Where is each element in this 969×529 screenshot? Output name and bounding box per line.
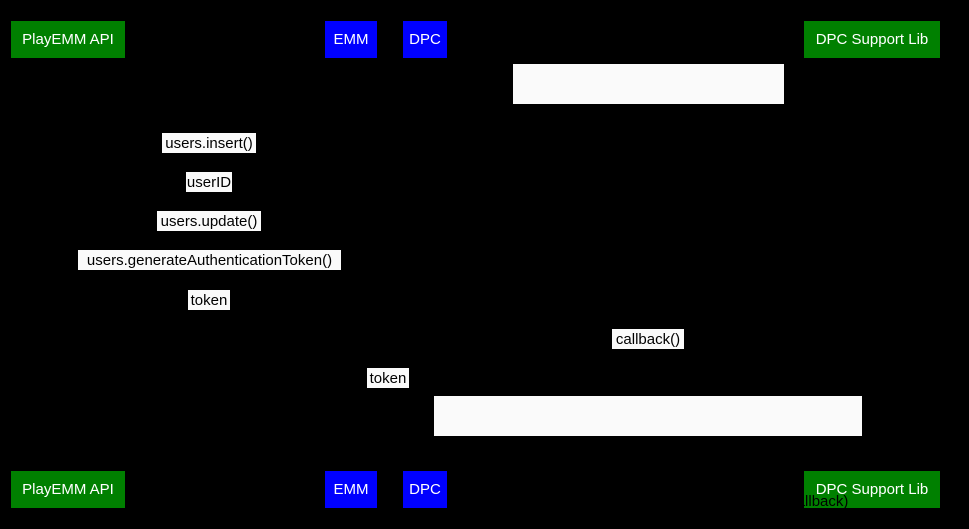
- message-line-1: androidForWorkAccountSupport: [541, 104, 756, 121]
- message-label-user-id: userID: [186, 172, 232, 192]
- message-label-callback: callback(): [612, 329, 684, 349]
- participant-label: DPC: [409, 481, 441, 498]
- lifeline-dpc: [425, 58, 426, 471]
- message-line-1: users.update(): [160, 212, 258, 230]
- participant-dpc-top[interactable]: DPC: [403, 21, 447, 58]
- message-line-1: androidForWorkAccountSupport: [541, 436, 755, 453]
- message-line-2: .ensureWorkingEnvironment(callback): [521, 161, 776, 178]
- participant-label: EMM: [333, 31, 369, 48]
- participant-emm-bottom[interactable]: EMM: [325, 471, 377, 508]
- participant-emm-top[interactable]: EMM: [325, 21, 377, 58]
- message-label-users-insert: users.insert(): [162, 133, 256, 153]
- message-label-token-to-emm: token: [188, 290, 230, 310]
- message-line-1: token: [369, 369, 407, 387]
- participant-playemm-api-bottom[interactable]: PlayEMM API: [11, 471, 125, 508]
- message-label-add-android-for-work-account: androidForWorkAccountSupport .addAndroid…: [434, 396, 862, 510]
- message-label-ensure-working-environment: androidForWorkAccountSupport .ensureWork…: [513, 64, 784, 178]
- participant-dpc-bottom[interactable]: DPC: [403, 471, 447, 508]
- lifeline-emm: [351, 58, 352, 471]
- participant-label: DPC: [409, 31, 441, 48]
- lifeline-playemm-api: [68, 58, 69, 471]
- participant-playemm-api-top[interactable]: PlayEMM API: [11, 21, 125, 58]
- message-line-2: .addAndroidForWorkAccount(token, account…: [447, 493, 849, 510]
- participant-label: PlayEMM API: [22, 481, 114, 498]
- participant-label: DPC Support Lib: [815, 481, 929, 498]
- message-label-users-generate-authentication-token: users.generateAuthenticationToken(): [78, 250, 341, 270]
- message-line-1: userID: [186, 173, 232, 191]
- participant-dpc-support-lib-bottom[interactable]: DPC Support Lib: [804, 471, 940, 508]
- participant-label: DPC Support Lib: [815, 31, 929, 48]
- participant-label: PlayEMM API: [22, 31, 114, 48]
- message-line-1: users.generateAuthenticationToken(): [86, 251, 333, 269]
- message-label-users-update: users.update(): [157, 211, 261, 231]
- participant-dpc-support-lib-top[interactable]: DPC Support Lib: [804, 21, 940, 58]
- message-line-1: callback(): [615, 330, 681, 348]
- lifeline-dpc-support-lib: [872, 58, 873, 471]
- message-line-1: token: [190, 291, 228, 309]
- message-label-token-to-dpc: token: [367, 368, 409, 388]
- participant-label: EMM: [333, 481, 369, 498]
- message-line-1: users.insert(): [165, 134, 253, 152]
